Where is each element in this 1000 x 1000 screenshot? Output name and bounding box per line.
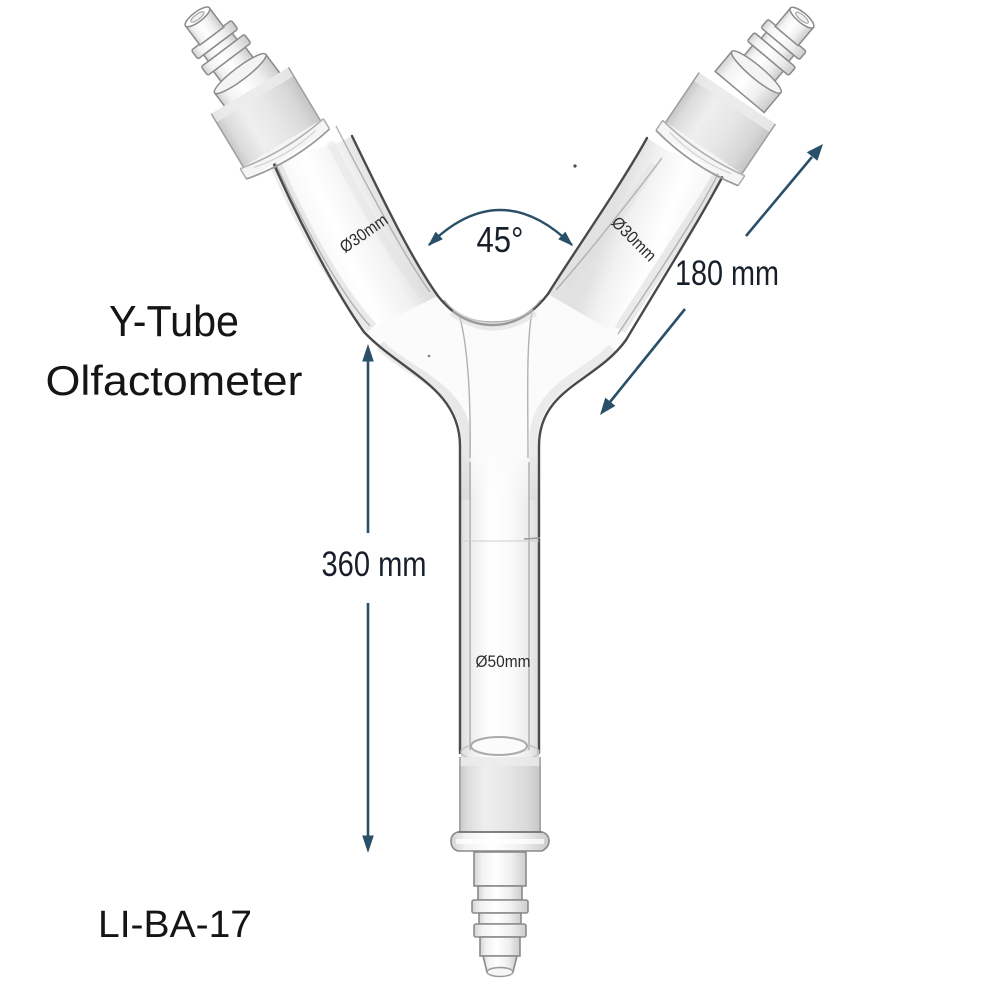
svg-text:LI-BA-17: LI-BA-17 (98, 904, 252, 946)
svg-text:45°: 45° (477, 219, 524, 260)
svg-text:180 mm: 180 mm (675, 254, 779, 293)
svg-text:Ø50mm: Ø50mm (476, 652, 531, 671)
svg-text:360 mm: 360 mm (322, 545, 427, 584)
svg-text:Olfactometer: Olfactometer (46, 357, 303, 404)
svg-text:Y-Tube: Y-Tube (109, 297, 239, 346)
